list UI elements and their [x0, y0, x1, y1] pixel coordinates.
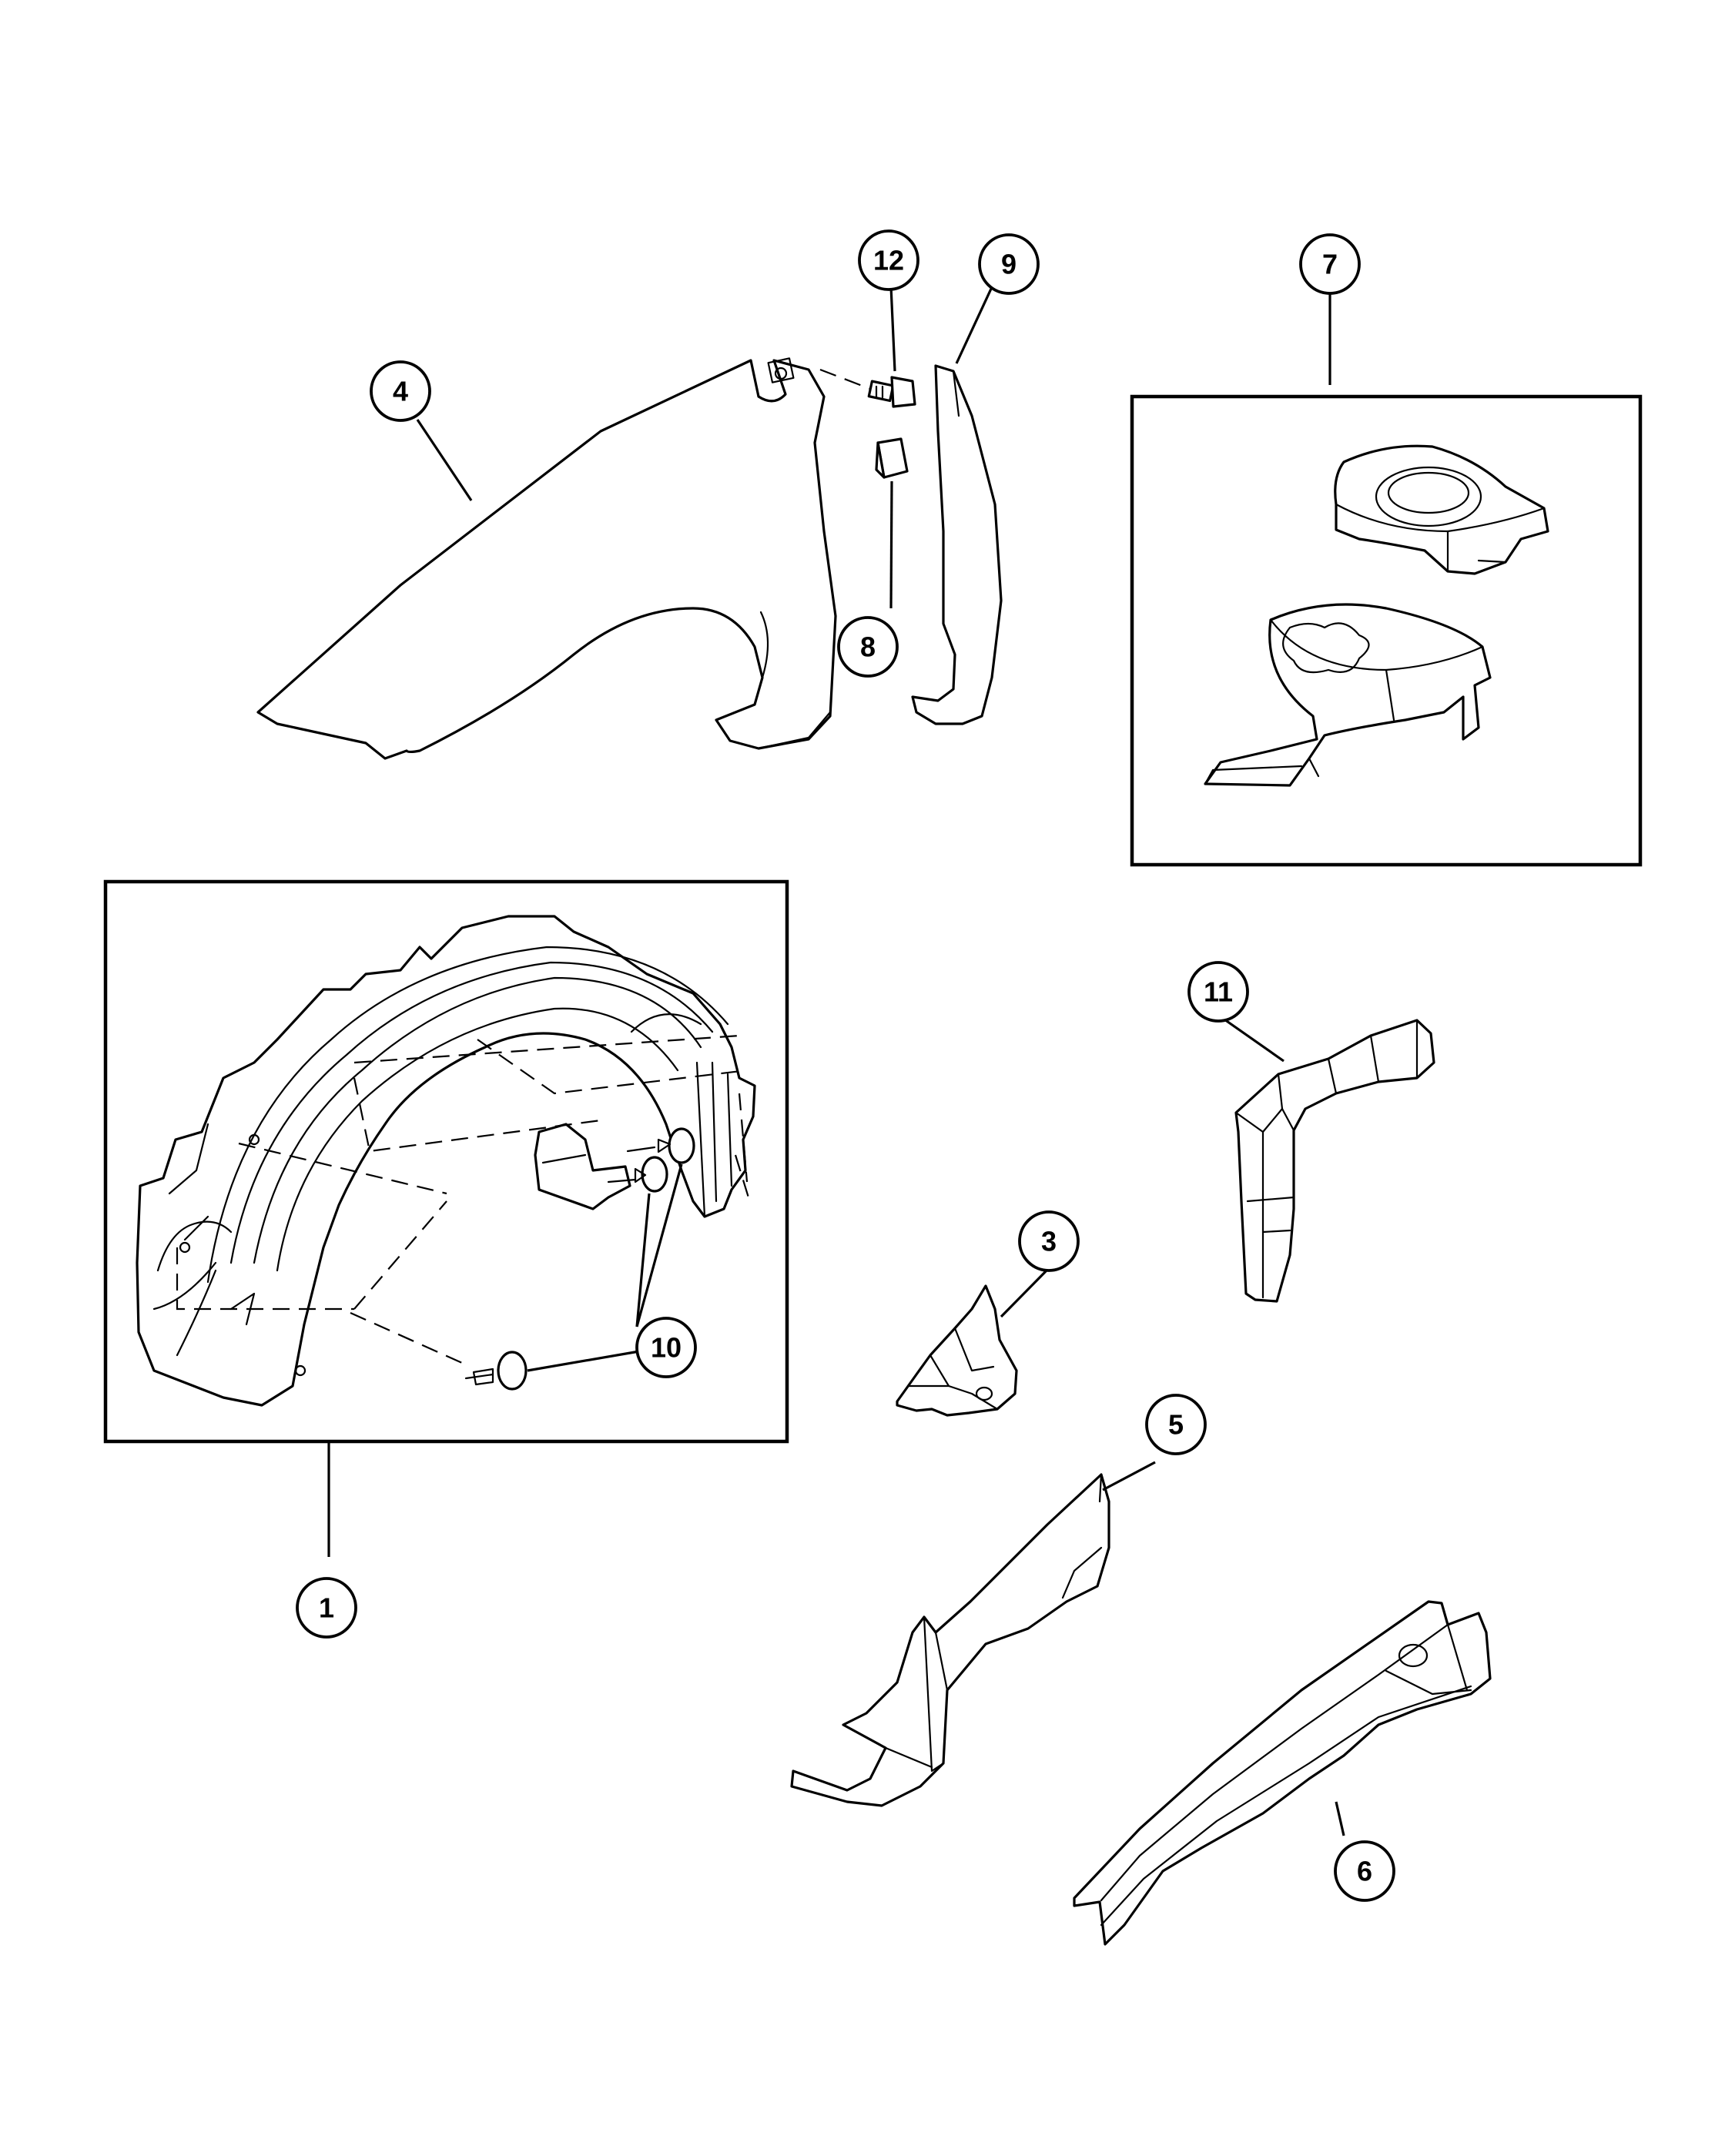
callout-8-label: 8 [860, 631, 876, 663]
callout-7: 7 [1299, 233, 1361, 295]
part-11-rail-bracket [1234, 1019, 1435, 1303]
part-4-fender [256, 357, 837, 760]
callout-1: 1 [296, 1577, 357, 1639]
callout-4: 4 [370, 360, 431, 422]
part-10-push-pins [464, 1127, 695, 1391]
leader-lines [327, 286, 1345, 1836]
callout-11-label: 11 [1204, 976, 1233, 1008]
part-7-box [1130, 394, 1643, 867]
callout-6: 6 [1334, 1840, 1395, 1902]
part-1-wheelhouse-splash-shield [103, 879, 789, 1444]
part-9-seal-strip [911, 364, 1003, 725]
callout-9: 9 [978, 233, 1040, 295]
part-7-shock-tower-assembly [1130, 394, 1643, 867]
part-8-clip [875, 437, 909, 479]
callout-10: 10 [635, 1317, 697, 1378]
part-12-bolt [819, 368, 916, 408]
callout-12-label: 12 [873, 245, 904, 276]
callout-1-label: 1 [319, 1592, 334, 1624]
callout-3: 3 [1018, 1210, 1080, 1272]
callout-6-label: 6 [1357, 1856, 1372, 1887]
callout-8: 8 [837, 616, 899, 678]
callout-9-label: 9 [1001, 249, 1017, 280]
part-1-box [103, 879, 789, 1444]
part-3-small-bracket [896, 1284, 1018, 1417]
callout-7-label: 7 [1322, 249, 1338, 280]
part-5-frame-rail-extension [790, 1473, 1110, 1807]
callout-12: 12 [858, 229, 919, 291]
callout-4-label: 4 [393, 376, 408, 407]
callout-5-label: 5 [1168, 1409, 1184, 1441]
callout-11: 11 [1187, 961, 1249, 1023]
part-6-lower-rail [1073, 1600, 1492, 1946]
callout-10-label: 10 [651, 1332, 682, 1364]
callout-3-label: 3 [1041, 1226, 1057, 1257]
callout-5: 5 [1145, 1394, 1207, 1455]
